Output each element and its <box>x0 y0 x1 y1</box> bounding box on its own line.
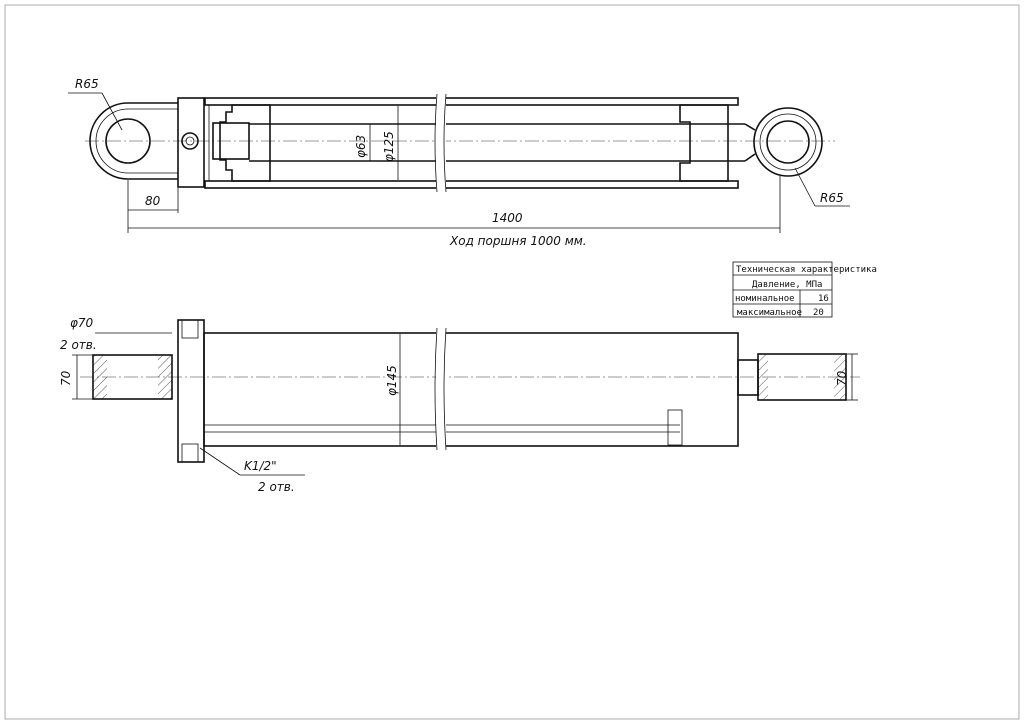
spec-table: Техническая характеристика Давление, МПа… <box>732 261 877 318</box>
total-length-dimension: 1400 <box>492 211 523 225</box>
rod-diameter-dimension: φ63 <box>354 135 368 158</box>
spec-row-label: номинальное <box>735 294 795 304</box>
spec-row-value: 20 <box>813 308 824 318</box>
sheet-frame <box>4 4 1020 720</box>
eye-offset-dimension: 80 <box>145 194 161 208</box>
left-width-dimension: 70 <box>59 370 73 386</box>
port-holes-note: 2 отв. <box>258 480 295 494</box>
port-thread-label: K1/2" <box>244 459 277 473</box>
bottom-view: φ70 2 отв. 70 φ145 70 K1/2" 2 отв. <box>59 316 860 494</box>
radius-left-label: R65 <box>75 77 99 91</box>
spec-table-subtitle: Давление, МПа <box>752 280 822 290</box>
pin-holes-note: 2 отв. <box>60 338 97 352</box>
spec-table-title: Техническая характеристика <box>736 265 877 275</box>
left-eye <box>89 102 178 180</box>
radius-right-label: R65 <box>820 191 844 205</box>
stroke-note: Ход поршня 1000 мм. <box>449 234 587 248</box>
top-view: R65 R65 80 1400 Ход поршня 1000 мм. φ63 … <box>68 77 850 248</box>
right-width-dimension: 70 <box>835 370 849 386</box>
spec-row-value: 16 <box>818 294 829 304</box>
pin-diameter-dimension: φ70 <box>70 316 94 330</box>
tube-diameter-dimension: φ145 <box>385 365 399 396</box>
bore-diameter-dimension: φ125 <box>382 131 396 162</box>
spec-row-label: максимальное <box>737 308 802 318</box>
